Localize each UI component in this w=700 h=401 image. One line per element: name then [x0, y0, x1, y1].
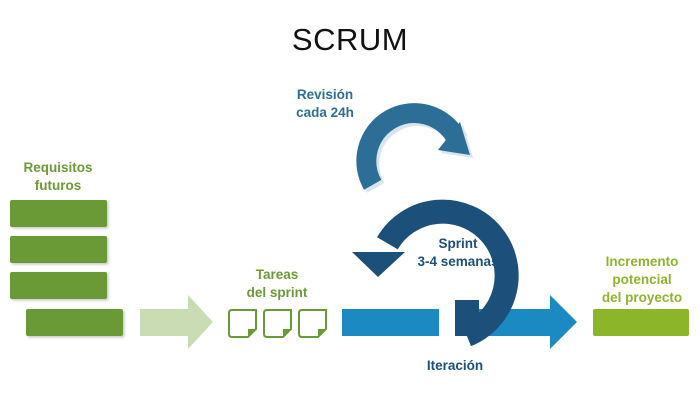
backlog-item	[10, 200, 107, 227]
backlog-item	[10, 236, 107, 263]
backlog-item	[26, 309, 123, 336]
sprint-tasks-label-line: Tareas	[255, 267, 299, 282]
iteration-bar	[342, 309, 439, 336]
future-requirements-label-line: futuros	[34, 178, 82, 193]
daily-review-loop	[356, 103, 473, 193]
task-card-icon	[228, 309, 257, 338]
flow-arrow	[140, 295, 213, 349]
sprint-loop	[352, 199, 519, 347]
sprint-tasks-label-line: del sprint	[246, 285, 308, 300]
sprint-duration-label-line: 3-4 semanas	[417, 254, 499, 269]
increment-label: Incremento potencial del proyecto	[588, 253, 696, 307]
iteration-label: Iteración	[426, 358, 484, 373]
sprint-duration-label: Sprint 3-4 semanas	[398, 235, 518, 271]
daily-review-label-line: Revisión	[296, 87, 354, 102]
daily-review-label: Revisión cada 24h	[270, 86, 380, 122]
increment-label-line: potencial	[612, 272, 672, 287]
increment-label-line: Incremento	[605, 254, 679, 269]
sprint-duration-label-line: Sprint	[438, 236, 478, 251]
daily-review-label-line: cada 24h	[296, 105, 354, 120]
diagram-title: SCRUM	[291, 22, 409, 57]
increment-label-line: del proyecto	[601, 290, 683, 305]
future-requirements-label-line: Requisitos	[23, 160, 93, 175]
task-card-icon	[298, 309, 327, 338]
task-card-icon	[263, 309, 292, 338]
backlog-item	[10, 272, 107, 299]
future-requirements-label: Requisitos futuros	[3, 159, 113, 195]
increment-box	[593, 309, 689, 336]
sprint-tasks-label: Tareas del sprint	[222, 266, 332, 302]
